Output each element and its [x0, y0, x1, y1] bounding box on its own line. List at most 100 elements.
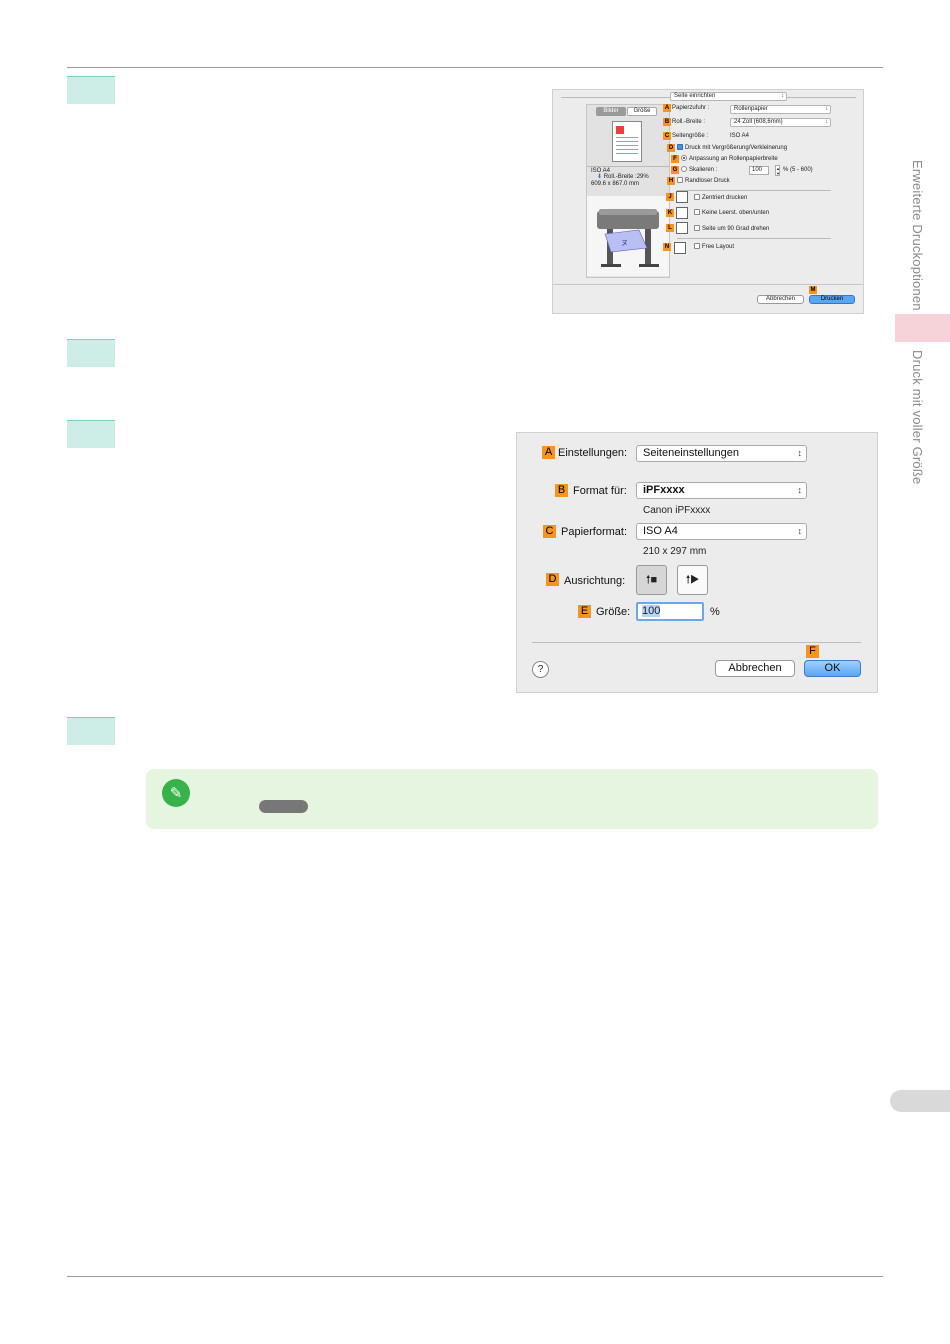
tag-j: J	[666, 193, 674, 201]
tab-groesse[interactable]: Größe	[627, 107, 657, 116]
label-papierzufuhr: Papierzufuhr :	[672, 105, 710, 111]
size-input[interactable]: 100	[636, 602, 704, 621]
cancel-button[interactable]: Abbrechen	[757, 295, 804, 304]
step-marker-1	[67, 76, 115, 104]
cancel-button[interactable]: Abbrechen	[715, 660, 795, 677]
checkbox-randlos[interactable]: Randloser Druck	[677, 177, 730, 185]
side-gray-tab	[890, 1090, 950, 1112]
footer-rule	[67, 1276, 883, 1277]
checkbox-checked-icon[interactable]	[677, 144, 683, 150]
center-layout-icon	[676, 191, 688, 203]
checkbox-unchecked-icon[interactable]	[694, 209, 700, 215]
step-marker-2	[67, 339, 115, 367]
settings-select[interactable]: Seiteneinstellungen	[636, 445, 807, 462]
checkbox-unchecked-icon[interactable]	[694, 194, 700, 200]
checkbox-zentriert[interactable]: Zentriert drucken	[694, 194, 747, 202]
ok-button[interactable]: OK	[804, 660, 861, 677]
radio-anpassung[interactable]: Anpassung an Rollenpapierbreite	[681, 155, 778, 163]
tab-bilder[interactable]: Bilder	[596, 107, 626, 116]
svg-text:ヌ: ヌ	[621, 239, 628, 247]
label-keine-leerst: Keine Leerst. oben/unten	[702, 210, 770, 216]
preview-divider	[587, 166, 669, 167]
checkbox-free-layout[interactable]: Free Layout	[694, 243, 734, 251]
preview-info-dimensions: 609.6 x 867.0 mm	[591, 181, 640, 187]
tag-a: A	[542, 446, 555, 459]
paper-subtext: 210 x 297 mm	[643, 546, 707, 557]
label-randlos: Randloser Druck	[685, 178, 730, 184]
skalieren-input[interactable]: 100	[749, 166, 769, 175]
step-marker-3	[67, 420, 115, 448]
header-rule	[67, 67, 883, 68]
size-input-value: 100	[642, 605, 661, 617]
page-setup-dialog-screenshot: Seite einrichten Bilder Größe ISO A4 ⬇ R…	[552, 89, 864, 314]
preview-info-roll-text: Roll.-Breite :29%	[603, 174, 649, 180]
checkbox-seite-drehen[interactable]: Seite um 90 Grad drehen	[694, 225, 769, 233]
footer-divider	[553, 284, 863, 285]
skalieren-stepper[interactable]: ▲▼	[775, 165, 780, 176]
landscape-orientation-button[interactable]: 🠕▶	[677, 565, 708, 595]
side-subsection-title[interactable]: Druck mit voller Größe	[910, 350, 925, 485]
note-box	[146, 769, 878, 829]
checkbox-unchecked-icon[interactable]	[677, 177, 683, 183]
section-divider-1	[677, 190, 831, 191]
side-section-title[interactable]: Erweiterte Druckoptionen	[910, 160, 925, 311]
skalieren-range: % (5 - 600)	[783, 167, 813, 173]
tag-a: A	[663, 104, 671, 112]
label-zentriert: Zentriert drucken	[702, 195, 748, 201]
size-label: Größe:	[596, 606, 631, 618]
label-roll-breite: Roll.-Breite :	[672, 119, 706, 125]
label-vergroesserung: Druck mit Vergrößerung/Verkleinerung	[685, 145, 788, 151]
tag-c: C	[663, 132, 671, 140]
note-pencil-icon: ✎	[162, 779, 190, 807]
tag-n: N	[663, 243, 671, 251]
arrow-down-icon: ⬇	[597, 174, 603, 180]
portrait-orientation-button[interactable]: 🠕■	[636, 565, 667, 595]
section-divider-2	[677, 238, 831, 239]
radio-selected-icon[interactable]	[681, 155, 687, 161]
format-select[interactable]: iPFxxxx	[636, 482, 807, 499]
roll-breite-select[interactable]: 24 Zoll (608,6mm)	[730, 118, 831, 127]
label-free-layout: Free Layout	[702, 244, 735, 250]
page-setup-screenshot	[516, 432, 878, 693]
tag-m: M	[809, 286, 817, 294]
checkbox-unchecked-icon[interactable]	[694, 243, 700, 249]
note-reference-pill[interactable]	[259, 800, 308, 813]
menu-popup[interactable]: Seite einrichten	[670, 92, 787, 101]
orientation-label: Ausrichtung:	[564, 575, 626, 587]
printer-icon: ヌ	[597, 209, 659, 267]
tag-e: E	[578, 605, 591, 618]
radio-skalieren[interactable]: Skalieren :	[681, 166, 717, 174]
paper-select[interactable]: ISO A4	[636, 523, 807, 540]
checkbox-keine-leerst[interactable]: Keine Leerst. oben/unten	[694, 209, 769, 217]
side-tab-active	[895, 314, 950, 342]
tag-f: F	[671, 155, 679, 163]
portrait-icon: 🠕■	[645, 574, 658, 586]
label-seitengroesse: Seitengröße :	[672, 133, 709, 139]
tag-c: C	[543, 525, 556, 538]
label-skalieren: Skalieren :	[689, 167, 718, 173]
landscape-icon: 🠕▶	[685, 574, 700, 586]
rotate-page-icon	[676, 222, 688, 234]
checkbox-unchecked-icon[interactable]	[694, 225, 700, 231]
label-anpassung: Anpassung an Rollenpapierbreite	[689, 156, 778, 162]
papierzufuhr-select[interactable]: Rollenpapier	[730, 105, 831, 114]
seitengroesse-value: ISO A4	[730, 133, 750, 139]
tag-g: G	[671, 166, 679, 174]
format-label: Format für:	[573, 485, 627, 497]
print-button[interactable]: Drucken	[809, 295, 855, 304]
paper-label: Papierformat:	[561, 526, 628, 538]
radio-unselected-icon[interactable]	[681, 166, 687, 172]
no-margin-icon	[676, 207, 688, 219]
tag-f: F	[806, 645, 819, 658]
format-subtext: Canon iPFxxxx	[643, 505, 711, 516]
page-preview	[612, 121, 642, 162]
printer-illustration: ヌ	[587, 196, 669, 276]
checkbox-vergroesserung[interactable]: Druck mit Vergrößerung/Verkleinerung	[677, 144, 787, 152]
step-marker-4	[67, 717, 115, 745]
help-button[interactable]: ?	[532, 661, 549, 678]
tag-k: K	[666, 209, 674, 217]
size-unit: %	[710, 606, 720, 618]
preview-info-roll: ⬇ Roll.-Breite :29%	[597, 173, 649, 181]
tag-h: H	[667, 177, 675, 185]
free-layout-icon	[674, 242, 686, 254]
